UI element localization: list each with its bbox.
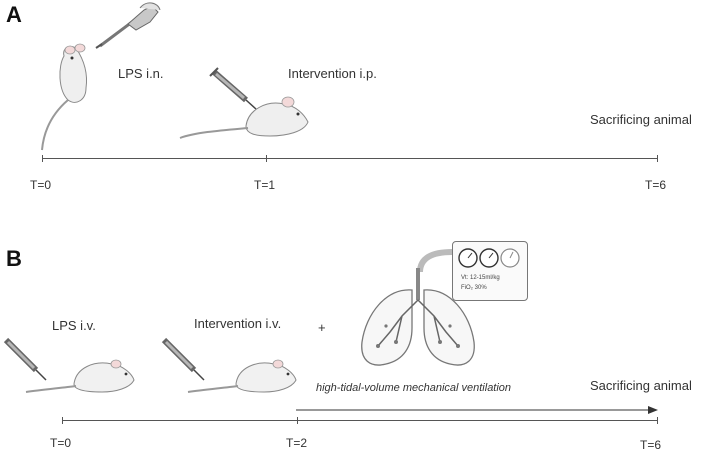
- ventilator-icon: Vt: 12-15ml/kg FiO₂ 30%: [452, 241, 528, 301]
- syringe-icon: [3, 337, 47, 381]
- step-lps-iv: LPS i.v.: [52, 318, 96, 333]
- ventilation-arrow: [296, 406, 658, 414]
- ventilator-vt: Vt: 12-15ml/kg: [461, 275, 500, 281]
- pipette-icon: [95, 2, 161, 49]
- timeline-a-tick: [657, 155, 658, 162]
- timeline-b-t0: T=0: [50, 436, 72, 450]
- mouse-icon: [179, 96, 309, 139]
- timeline-a-t0: T=0: [30, 178, 52, 192]
- ventilator-fio2: FiO₂ 30%: [461, 285, 487, 291]
- timeline-a-t1: T=1: [254, 178, 276, 192]
- mouse-icon: [41, 43, 87, 151]
- timeline-b-t2: T=2: [286, 436, 308, 450]
- timeline-b-tick: [657, 417, 658, 424]
- lungs-icon: [361, 249, 475, 366]
- timeline-b-t6: T=6: [640, 438, 662, 452]
- step-lps-in: LPS i.n.: [118, 66, 164, 81]
- timeline-a-t6: T=6: [645, 178, 667, 192]
- step-intervention-ip: Intervention i.p.: [288, 66, 377, 81]
- step-intervention-iv: Intervention i.v.: [194, 316, 282, 331]
- panel-a-label: A: [6, 2, 22, 27]
- panel-b-label: B: [6, 246, 22, 271]
- syringe-icon: [209, 67, 257, 110]
- syringe-icon: [161, 337, 205, 381]
- plus-sign: +: [318, 320, 326, 335]
- timeline-b-tick: [297, 417, 298, 424]
- rat-icon: [187, 359, 297, 393]
- timeline-b-tick: [62, 417, 63, 424]
- ventilation-label: high-tidal-volume mechanical ventilation: [316, 382, 512, 394]
- timeline-b-axis: [62, 420, 658, 421]
- timeline-a-tick: [42, 155, 43, 162]
- timeline-a-axis: [42, 158, 658, 159]
- gauge-icon: [458, 248, 520, 268]
- rat-icon: [25, 359, 135, 393]
- step-sacrifice-a: Sacrificing animal: [590, 112, 692, 127]
- step-sacrifice-b: Sacrificing animal: [590, 378, 692, 393]
- timeline-a-tick: [266, 155, 267, 162]
